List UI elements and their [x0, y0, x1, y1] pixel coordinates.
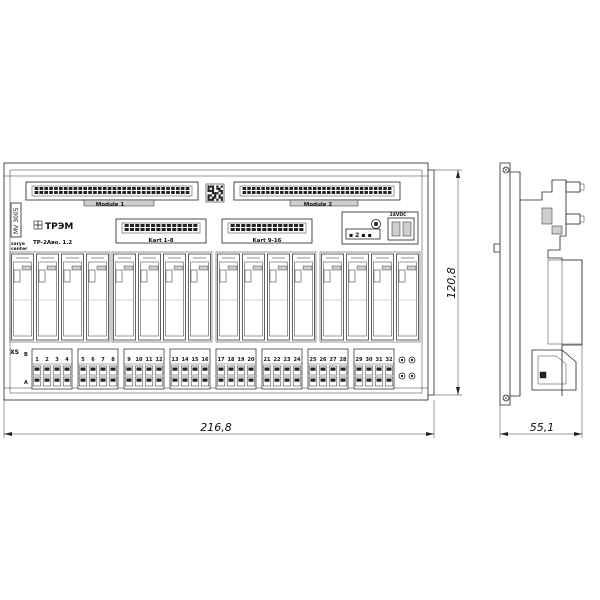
- relay: [36, 253, 59, 341]
- module-2-label: Module 2: [304, 202, 333, 208]
- relay: [292, 253, 315, 341]
- relay: [371, 253, 394, 341]
- terminal-number: 1: [35, 357, 39, 363]
- relay: [11, 253, 34, 341]
- kart-1-connector: Kart 1-8: [115, 218, 207, 244]
- kart-2-connector: Kart 9-16: [221, 218, 313, 244]
- side-rail: [499, 162, 511, 406]
- terminal-number: 5: [81, 357, 85, 363]
- relay: [267, 253, 290, 341]
- din-clip-right: [428, 169, 435, 396]
- terminal-number: 8: [111, 357, 115, 363]
- width-dimension-value: 216,8: [200, 421, 232, 434]
- relay: [61, 253, 84, 341]
- terminal-number: 14: [182, 357, 189, 363]
- side-terminal-block: [531, 349, 577, 391]
- relay: [188, 253, 211, 341]
- terminal-number: 3: [55, 357, 59, 363]
- relay: [138, 253, 161, 341]
- module-1-label: Module 1: [96, 202, 125, 208]
- terminal-number: 25: [310, 357, 317, 363]
- depth-dimension: 55,1: [499, 345, 583, 438]
- terminal-number: 13: [172, 357, 179, 363]
- terminal-number: 17: [218, 357, 225, 363]
- side-connector-top: [565, 181, 581, 193]
- side-view: 55,1: [493, 162, 585, 438]
- terminal-number: 29: [356, 357, 363, 363]
- terminal-number: 9: [127, 357, 131, 363]
- terminal-number: 19: [238, 357, 245, 363]
- row-a-label: A: [24, 380, 28, 386]
- terminal-number: 4: [65, 357, 69, 363]
- terminal-number: 10: [136, 357, 143, 363]
- terminal-number: 2: [45, 357, 49, 363]
- relay: [217, 253, 240, 341]
- terminal-number: 22: [274, 357, 281, 363]
- front-view: Module 1 Module 2 MV 3005 sarye center: [3, 162, 462, 438]
- brand-name: ТРЭМ: [45, 222, 73, 232]
- module-2-connector: Module 2: [233, 181, 401, 208]
- height-dimension: 120,8: [434, 169, 462, 396]
- power-label: 24VDC: [390, 212, 407, 218]
- model-label: ТР-2Аво. 1.2: [33, 240, 72, 246]
- brand-logo-icon: [33, 220, 43, 230]
- terminal-number: 20: [248, 357, 255, 363]
- relay: [321, 253, 344, 341]
- housing-outline: [3, 162, 429, 401]
- terminal-number: 31: [376, 357, 383, 363]
- xs-label: XS: [10, 349, 19, 356]
- terminal-number: 32: [386, 357, 393, 363]
- power-block: 24VDC ▪ 2 ▪ ▪: [341, 211, 419, 245]
- qr-code: [205, 183, 225, 203]
- maker-text-1: sarye: [11, 241, 25, 247]
- terminal-number: 6: [91, 357, 95, 363]
- terminal-number: 24: [294, 357, 301, 363]
- relay-array: [9, 251, 421, 343]
- kart-2-label: Kart 9-16: [253, 238, 282, 244]
- depth-dimension-value: 55,1: [530, 421, 555, 434]
- terminal-number: 21: [264, 357, 271, 363]
- height-dimension-value: 120,8: [445, 267, 458, 299]
- terminal-number: 26: [320, 357, 327, 363]
- terminal-number: 28: [340, 357, 347, 363]
- row-b-label: B: [24, 352, 28, 358]
- sticker-code: MV 3005: [13, 207, 20, 234]
- relay: [396, 253, 419, 341]
- relay: [242, 253, 265, 341]
- module-1-connector: Module 1: [25, 181, 199, 208]
- terminal-number: 15: [192, 357, 199, 363]
- side-connector-middle: [565, 213, 581, 225]
- relay: [86, 253, 109, 341]
- serial-sticker: MV 3005: [10, 202, 22, 238]
- terminal-number: 11: [146, 357, 153, 363]
- terminal-number: 16: [202, 357, 209, 363]
- terminal-number: 23: [284, 357, 291, 363]
- svg-text:▪ 2 ▪ ▪: ▪ 2 ▪ ▪: [349, 232, 372, 239]
- kart-1-label: Kart 1-8: [148, 238, 173, 244]
- relay: [163, 253, 186, 341]
- terminal-number: 18: [228, 357, 235, 363]
- maker-text-2: center: [11, 246, 28, 252]
- relay: [346, 253, 369, 341]
- relay: [113, 253, 136, 341]
- terminal-number: 12: [156, 357, 163, 363]
- terminal-number: 27: [330, 357, 337, 363]
- brand-logo: ТРЭМ: [33, 220, 73, 232]
- terminal-number: 30: [366, 357, 373, 363]
- terminal-number: 7: [101, 357, 105, 363]
- width-dimension: 216,8: [3, 400, 435, 438]
